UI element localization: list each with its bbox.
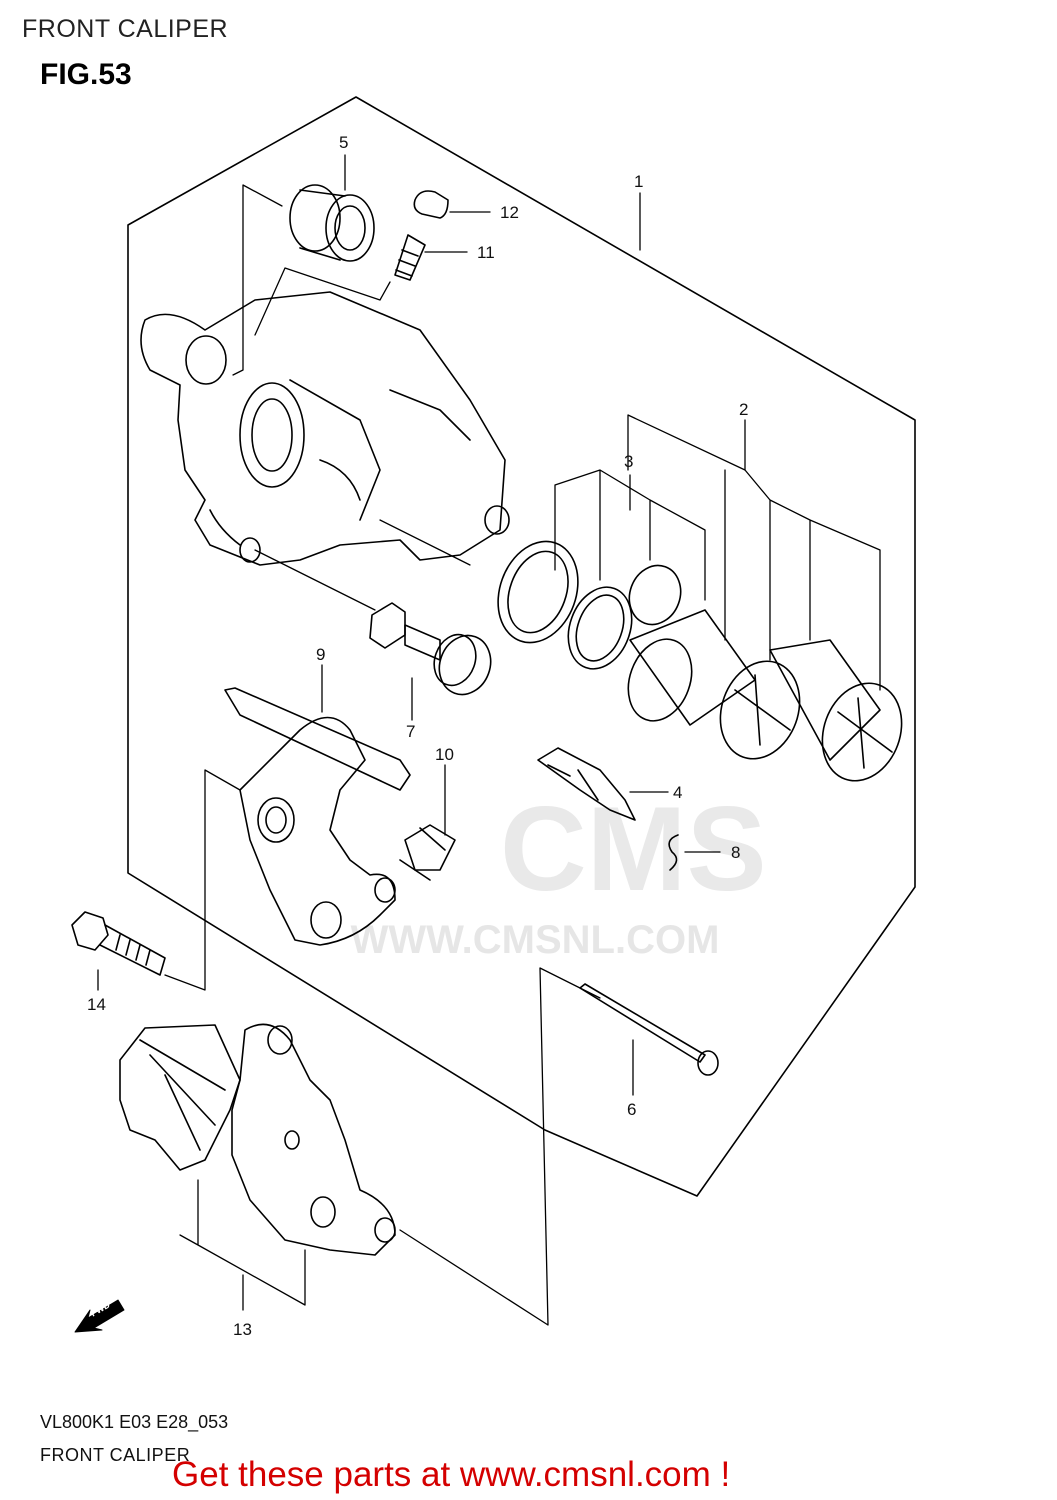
bleeder-valve-part-11 bbox=[394, 234, 426, 281]
watermark-url: WWW.CMSNL.COM bbox=[350, 918, 720, 962]
piston-seal-ring-small bbox=[567, 586, 633, 670]
piston-1 bbox=[627, 609, 801, 760]
callout-9: 9 bbox=[316, 645, 326, 664]
forward-arrow-icon bbox=[74, 1299, 125, 1333]
caliper-body bbox=[140, 291, 510, 566]
callout-8: 8 bbox=[731, 843, 741, 862]
callout-4: 4 bbox=[673, 783, 683, 802]
callout-13: 13 bbox=[233, 1320, 252, 1339]
bracket-part-9 bbox=[224, 687, 411, 946]
callout-6: 6 bbox=[627, 1100, 637, 1119]
piston-2 bbox=[769, 639, 903, 782]
boot-part-5 bbox=[289, 184, 375, 262]
callout-5: 5 bbox=[339, 133, 349, 152]
footer-title: FRONT CALIPER bbox=[40, 1445, 191, 1465]
page-title: FRONT CALIPER bbox=[22, 15, 229, 43]
pad-pin-part-6 bbox=[579, 983, 719, 1076]
bleeder-cap-part-12 bbox=[413, 190, 449, 219]
brake-pad-part-13-inner bbox=[119, 1024, 241, 1171]
callout-11: 11 bbox=[477, 243, 495, 262]
promo-link[interactable]: Get these parts at www.cmsnl.com ! bbox=[172, 1455, 731, 1494]
mounting-bolt-part-14 bbox=[71, 911, 166, 976]
callout-2: 2 bbox=[739, 400, 749, 419]
callout-7: 7 bbox=[406, 722, 416, 741]
watermark-logo: CMS bbox=[500, 782, 767, 916]
clip-part-10 bbox=[399, 824, 456, 881]
callout-12: 12 bbox=[500, 203, 519, 222]
assembly-frame bbox=[127, 96, 916, 1197]
footer-diagram-code: VL800K1 E03 E28_053 bbox=[40, 1412, 229, 1432]
brake-pad-part-13-outer bbox=[231, 1023, 396, 1256]
callout-10: 10 bbox=[435, 745, 454, 764]
clip-pin-part-8 bbox=[668, 834, 679, 871]
piston-seal-ring-third bbox=[628, 564, 682, 626]
pad-spring-part-4 bbox=[537, 747, 636, 821]
slide-pin-part-7 bbox=[369, 602, 492, 696]
callout-14: 14 bbox=[87, 995, 106, 1014]
callout-leaders bbox=[97, 154, 881, 1326]
callout-3: 3 bbox=[624, 452, 634, 471]
figure-number: FIG.53 bbox=[40, 58, 132, 91]
callout-1: 1 bbox=[634, 172, 644, 191]
piston-seal-ring-large bbox=[497, 540, 579, 644]
